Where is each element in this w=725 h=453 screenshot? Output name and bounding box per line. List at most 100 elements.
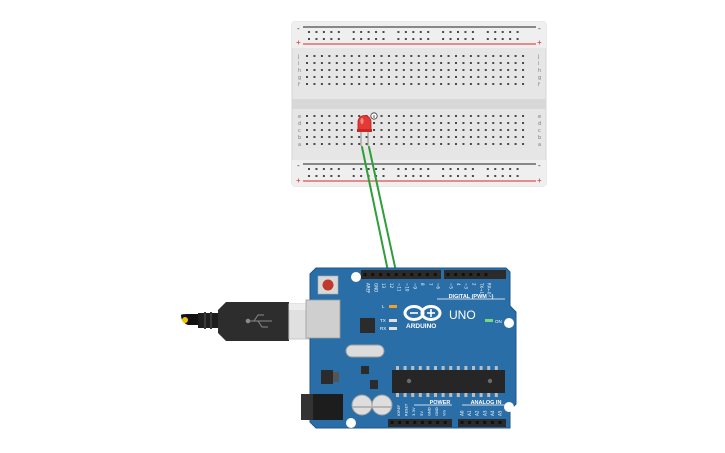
breadboard-hole[interactable] [425, 122, 428, 124]
header-socket[interactable] [443, 421, 447, 424]
breadboard-hole[interactable] [432, 83, 435, 85]
breadboard-hole[interactable] [484, 69, 487, 71]
breadboard-hole[interactable] [410, 143, 413, 145]
breadboard-hole[interactable] [320, 76, 323, 78]
rail-hole[interactable] [471, 31, 474, 33]
breadboard-hole[interactable] [343, 55, 346, 57]
breadboard-hole[interactable] [447, 115, 450, 117]
breadboard-hole[interactable] [387, 55, 390, 57]
breadboard-hole[interactable] [395, 76, 398, 78]
breadboard-hole[interactable] [358, 83, 361, 85]
breadboard-hole[interactable] [499, 122, 502, 124]
breadboard-hole[interactable] [395, 115, 398, 117]
breadboard-hole[interactable] [306, 129, 308, 131]
breadboard-hole[interactable] [417, 55, 420, 57]
breadboard-hole[interactable] [469, 143, 472, 145]
breadboard-hole[interactable] [335, 55, 338, 57]
breadboard-hole[interactable] [402, 122, 405, 124]
rail-hole[interactable] [516, 31, 519, 33]
rail-hole[interactable] [457, 168, 459, 170]
rail-hole[interactable] [442, 168, 445, 170]
breadboard-hole[interactable] [477, 69, 480, 71]
breadboard-hole[interactable] [313, 83, 316, 85]
rail-hole[interactable] [449, 38, 452, 40]
breadboard-hole[interactable] [358, 136, 361, 138]
breadboard-hole[interactable] [522, 69, 525, 71]
rail-hole[interactable] [449, 175, 452, 177]
breadboard-hole[interactable] [373, 129, 376, 131]
breadboard-hole[interactable] [402, 76, 405, 78]
rail-hole[interactable] [337, 175, 340, 177]
breadboard-hole[interactable] [328, 143, 331, 145]
rail-hole[interactable] [315, 38, 318, 40]
rail-hole[interactable] [330, 168, 333, 170]
breadboard-holes[interactable] [306, 31, 525, 177]
rail-hole[interactable] [367, 168, 370, 170]
breadboard-hole[interactable] [440, 136, 443, 138]
breadboard-hole[interactable] [373, 69, 376, 71]
breadboard-hole[interactable] [499, 136, 502, 138]
breadboard-hole[interactable] [387, 122, 390, 124]
header-socket[interactable] [483, 421, 487, 424]
breadboard-hole[interactable] [440, 55, 443, 57]
breadboard-hole[interactable] [492, 122, 495, 124]
rail-hole[interactable] [367, 31, 370, 33]
breadboard-hole[interactable] [455, 115, 457, 117]
rail-hole[interactable] [330, 38, 333, 40]
breadboard-hole[interactable] [455, 62, 457, 64]
breadboard-hole[interactable] [335, 122, 338, 124]
breadboard-hole[interactable] [380, 136, 383, 138]
breadboard-hole[interactable] [462, 129, 465, 131]
breadboard-hole[interactable] [335, 69, 338, 71]
breadboard-hole[interactable] [380, 69, 383, 71]
rail-hole[interactable] [464, 38, 467, 40]
breadboard-hole[interactable] [440, 69, 443, 71]
breadboard-hole[interactable] [328, 129, 331, 131]
breadboard-hole[interactable] [425, 115, 428, 117]
breadboard-hole[interactable] [313, 55, 316, 57]
header-socket[interactable] [410, 273, 414, 276]
breadboard-hole[interactable] [343, 83, 346, 85]
breadboard-hole[interactable] [440, 129, 443, 131]
breadboard-hole[interactable] [492, 143, 495, 145]
breadboard-hole[interactable] [462, 143, 465, 145]
rail-hole[interactable] [427, 31, 430, 33]
header-socket[interactable] [402, 273, 406, 276]
header-socket[interactable] [446, 273, 450, 276]
analog-header-sockets[interactable] [460, 421, 502, 424]
rail-hole[interactable] [427, 175, 430, 177]
breadboard-hole[interactable] [455, 122, 457, 124]
breadboard-hole[interactable] [469, 115, 472, 117]
rail-hole[interactable] [464, 31, 467, 33]
rail-hole[interactable] [457, 31, 459, 33]
breadboard-hole[interactable] [492, 62, 495, 64]
rail-hole[interactable] [330, 31, 333, 33]
red-led[interactable] [357, 112, 378, 146]
breadboard-hole[interactable] [522, 122, 525, 124]
breadboard-hole[interactable] [477, 122, 480, 124]
header-socket[interactable] [436, 421, 440, 424]
breadboard-hole[interactable] [492, 76, 495, 78]
breadboard-hole[interactable] [455, 83, 457, 85]
breadboard-hole[interactable] [320, 143, 323, 145]
breadboard-hole[interactable] [410, 129, 413, 131]
breadboard-hole[interactable] [380, 83, 383, 85]
breadboard-hole[interactable] [320, 69, 323, 71]
breadboard-hole[interactable] [373, 55, 376, 57]
breadboard-hole[interactable] [335, 143, 338, 145]
header-socket[interactable] [394, 273, 398, 276]
rail-hole[interactable] [457, 38, 459, 40]
breadboard-hole[interactable] [514, 115, 517, 117]
breadboard-hole[interactable] [417, 143, 420, 145]
breadboard-hole[interactable] [484, 136, 487, 138]
breadboard-hole[interactable] [425, 129, 428, 131]
rail-hole[interactable] [442, 31, 445, 33]
rail-hole[interactable] [486, 31, 489, 33]
breadboard-hole[interactable] [507, 55, 510, 57]
rail-hole[interactable] [501, 168, 504, 170]
breadboard-hole[interactable] [417, 129, 420, 131]
rail-hole[interactable] [367, 38, 370, 40]
breadboard-hole[interactable] [365, 76, 368, 78]
rail-hole[interactable] [382, 168, 385, 170]
rail-hole[interactable] [308, 31, 310, 33]
